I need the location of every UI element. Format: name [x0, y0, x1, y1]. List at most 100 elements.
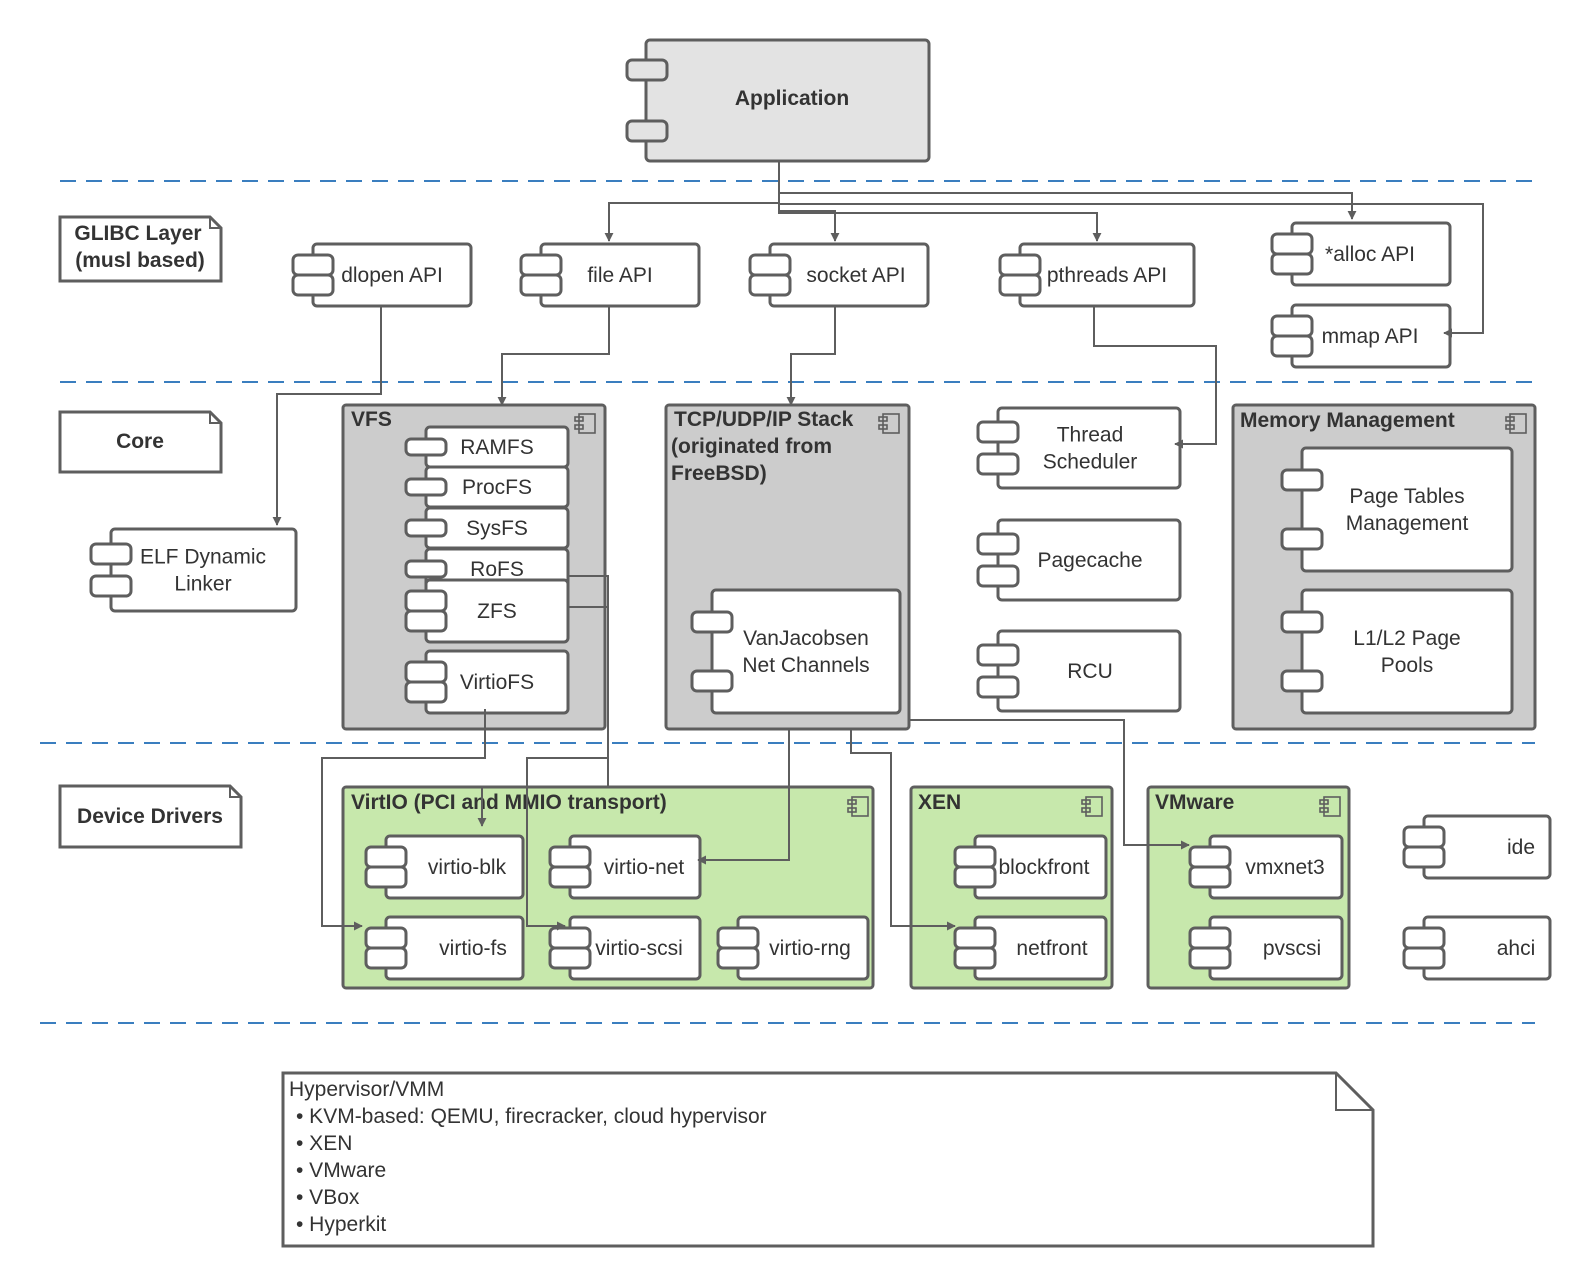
van-jacobsen-net-channels-box: [710, 588, 902, 715]
page-tables-management-box: [1300, 446, 1514, 573]
component-port-icon: [404, 680, 448, 704]
hypervisor-title: Hypervisor/VMM: [289, 1078, 444, 1101]
vfs-item-ramfs-component[interactable]: RAMFS: [404, 425, 570, 469]
application-component[interactable]: Application: [625, 38, 931, 163]
dlopen-api-component[interactable]: dlopen API: [291, 242, 473, 308]
memory-title: Memory Management: [1240, 409, 1455, 432]
component-port-icon: [291, 253, 335, 277]
component-port-icon: [548, 845, 592, 869]
layer-label-glibc-sub: (musl based): [75, 249, 205, 272]
component-port-icon: [1270, 232, 1314, 256]
file-api-component[interactable]: file API: [519, 242, 701, 308]
l1-l2-page-pools-label: L1/L2 Page: [1353, 627, 1460, 650]
vfs-item-zfs-label: ZFS: [477, 600, 517, 623]
component-port-icon: [976, 675, 1020, 699]
connector-tcp-virtio-net: [697, 729, 790, 865]
netfront-component[interactable]: netfront: [953, 915, 1108, 981]
component-port-icon: [716, 926, 760, 950]
component-port-icon: [976, 420, 1020, 444]
virtio-scsi-component[interactable]: virtio-scsi: [548, 915, 702, 981]
component-port-icon: [1402, 926, 1446, 950]
ide-component[interactable]: ide: [1402, 814, 1552, 880]
connector-app-file: [604, 162, 780, 242]
component-port-icon: [953, 926, 997, 950]
rcu-box: [996, 629, 1182, 713]
component-port-icon: [953, 845, 997, 869]
vfs-item-ramfs-label: RAMFS: [460, 436, 534, 459]
component-port-icon: [404, 660, 448, 684]
connector-app-pthreads: [778, 211, 1102, 242]
virtio-blk-component[interactable]: virtio-blk: [364, 834, 525, 900]
rcu-component[interactable]: RCU: [976, 629, 1182, 713]
component-port-icon: [404, 559, 448, 579]
vfs-item-procfs-label: ProcFS: [462, 476, 532, 499]
alloc-api-label: *alloc API: [1325, 243, 1415, 266]
l1-l2-page-pools-label: Pools: [1381, 654, 1434, 677]
virtio-scsi-label: virtio-scsi: [595, 937, 683, 960]
component-port-icon: [976, 452, 1020, 476]
pthreads-api-component[interactable]: pthreads API: [998, 242, 1196, 308]
van-jacobsen-net-channels-label: Net Channels: [742, 654, 869, 677]
pvscsi-component[interactable]: pvscsi: [1188, 915, 1344, 981]
component-port-icon: [1280, 669, 1324, 693]
vfs-item-procfs-component[interactable]: ProcFS: [404, 465, 570, 509]
component-port-icon: [404, 477, 448, 497]
vmxnet3-label: vmxnet3: [1245, 856, 1324, 879]
page-tables-management-label: Page Tables: [1349, 485, 1464, 508]
virtio-net-component[interactable]: virtio-net: [548, 834, 702, 900]
alloc-api-component[interactable]: *alloc API: [1270, 221, 1452, 287]
component-port-icon: [404, 518, 448, 538]
l1-l2-page-pools-box: [1300, 588, 1514, 715]
component-port-icon: [976, 643, 1020, 667]
component-port-icon: [548, 865, 592, 889]
vfs-item-zfs-component[interactable]: ZFS: [404, 578, 570, 644]
virtio-rng-component[interactable]: virtio-rng: [716, 915, 870, 981]
vfs-item-sysfs-label: SysFS: [466, 517, 528, 540]
component-port-icon: [953, 946, 997, 970]
component-port-icon: [404, 609, 448, 633]
component-port-icon: [548, 946, 592, 970]
vfs-item-rofs-label: RoFS: [470, 558, 524, 581]
elf-dynamic-linker-label: Linker: [174, 573, 231, 596]
component-port-icon: [1270, 252, 1314, 276]
thread-scheduler-label: Thread: [1057, 424, 1124, 447]
tcp-title-line3: FreeBSD): [671, 462, 767, 485]
component-port-icon: [519, 253, 563, 277]
mmap-api-component[interactable]: mmap API: [1270, 303, 1452, 369]
ahci-label: ahci: [1497, 937, 1536, 960]
component-port-icon: [625, 119, 669, 143]
vfs-item-virtiofs-component[interactable]: VirtioFS: [404, 649, 570, 715]
file-api-label: file API: [587, 264, 652, 287]
layer-note-core: Core: [58, 410, 223, 474]
connector-virtiofs-virtio-fs: [321, 709, 486, 931]
virtio-fs-component[interactable]: virtio-fs: [364, 915, 525, 981]
component-port-icon: [748, 253, 792, 277]
component-port-icon: [748, 273, 792, 297]
vmxnet3-component[interactable]: vmxnet3: [1188, 834, 1344, 900]
hypervisor-item: • VMware: [296, 1159, 386, 1182]
component-icon: [847, 796, 869, 817]
ahci-component[interactable]: ahci: [1402, 915, 1552, 981]
layer-separators: [40, 180, 1535, 1024]
elf-dynamic-linker-label: ELF Dynamic: [140, 546, 266, 569]
ide-label: ide: [1507, 836, 1535, 859]
blockfront-label: blockfront: [998, 856, 1089, 879]
component-port-icon: [364, 845, 408, 869]
vfs-item-sysfs-component[interactable]: SysFS: [404, 506, 570, 550]
dlopen-api-label: dlopen API: [341, 264, 443, 287]
pagecache-component[interactable]: Pagecache: [976, 518, 1182, 602]
component-port-icon: [976, 564, 1020, 588]
socket-api-component[interactable]: socket API: [748, 242, 930, 308]
component-port-icon: [690, 610, 734, 634]
component-icon: [1505, 413, 1527, 434]
component-port-icon: [1402, 946, 1446, 970]
component-port-icon: [1280, 527, 1324, 551]
blockfront-component[interactable]: blockfront: [953, 834, 1108, 900]
component-port-icon: [1270, 334, 1314, 358]
components-layer: dlopen API file API socket API pthreads API…: [89, 221, 1552, 981]
